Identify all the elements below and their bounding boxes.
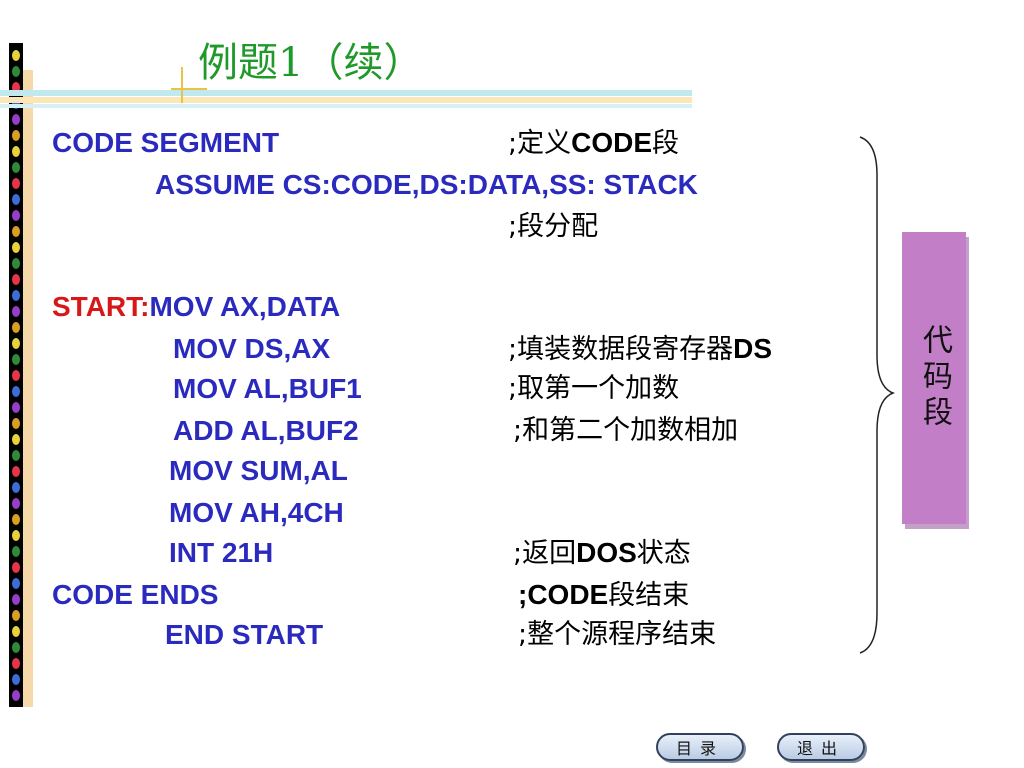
title-rule-light (0, 104, 692, 108)
bead (12, 50, 20, 61)
bead (12, 354, 20, 365)
comment-line-5: ;填装数据段寄存器DS (508, 333, 773, 365)
bead (12, 530, 20, 541)
bead (12, 178, 20, 189)
page-title: 例题1（续） (198, 40, 424, 86)
title-rule-cyan (0, 90, 692, 96)
crosshair-vertical (181, 67, 183, 103)
bead (12, 226, 20, 237)
code-line-10: INT 21H (169, 537, 274, 568)
bead (12, 642, 20, 653)
code-segment-label-box: 代码段 (902, 232, 966, 524)
bead (12, 66, 20, 77)
bead (12, 322, 20, 333)
start-label: START: (52, 291, 150, 322)
bead (12, 594, 20, 605)
comment-line-3: ;段分配 (508, 211, 599, 242)
code-line-4: START:MOV AX,DATA (52, 291, 341, 322)
bead (12, 546, 20, 557)
code-line-5: MOV DS,AX (173, 333, 331, 364)
bead (12, 514, 20, 525)
right-brace (859, 136, 895, 654)
bead (12, 386, 20, 397)
bead (12, 194, 20, 205)
bead (12, 242, 20, 253)
contents-button[interactable]: 目录 (656, 733, 744, 761)
bead (12, 562, 20, 573)
code-line-7: ADD AL,BUF2 (173, 415, 359, 446)
code-line-6: MOV AL,BUF1 (173, 373, 362, 404)
bead (12, 450, 20, 461)
bead (12, 626, 20, 637)
bead (12, 130, 20, 141)
comment-line-10: ;返回DOS状态 (513, 537, 691, 569)
bead (12, 482, 20, 493)
bead (12, 274, 20, 285)
bead (12, 466, 20, 477)
bead (12, 162, 20, 173)
code-line-2: ASSUME CS:CODE,DS:DATA,SS: STACK (155, 169, 698, 200)
bead (12, 306, 20, 317)
bead (12, 82, 20, 93)
exit-button[interactable]: 退出 (777, 733, 865, 761)
bead (12, 658, 20, 669)
crosshair-horizontal (171, 88, 207, 90)
bead (12, 402, 20, 413)
bead (12, 370, 20, 381)
bead (12, 338, 20, 349)
title-rule-cream (0, 97, 692, 103)
bead (12, 210, 20, 221)
comment-line-6: ;取第一个加数 (508, 373, 680, 404)
bead (12, 578, 20, 589)
bead (12, 610, 20, 621)
comment-line-12: ;整个源程序结束 (518, 619, 717, 650)
code-segment-label: 代码段 (917, 324, 952, 432)
comment-line-1: ;定义CODE段 (508, 127, 680, 159)
code-line-9: MOV AH,4CH (169, 497, 344, 528)
bead (12, 434, 20, 445)
code-line-8: MOV SUM,AL (169, 455, 348, 486)
bead (12, 98, 20, 109)
bead (12, 258, 20, 269)
code-line-11: CODE ENDS (52, 579, 219, 610)
bead (12, 674, 20, 685)
bead (12, 690, 20, 701)
comment-line-11: ;CODE段结束 (518, 579, 690, 611)
bead (12, 114, 20, 125)
bead (12, 290, 20, 301)
bead (12, 498, 20, 509)
left-strip-shadow (23, 70, 33, 707)
bead (12, 146, 20, 157)
comment-line-7: ;和第二个加数相加 (513, 415, 739, 446)
code-line-1: CODE SEGMENT (52, 127, 280, 158)
code-line-12: END START (165, 619, 324, 650)
bead (12, 418, 20, 429)
